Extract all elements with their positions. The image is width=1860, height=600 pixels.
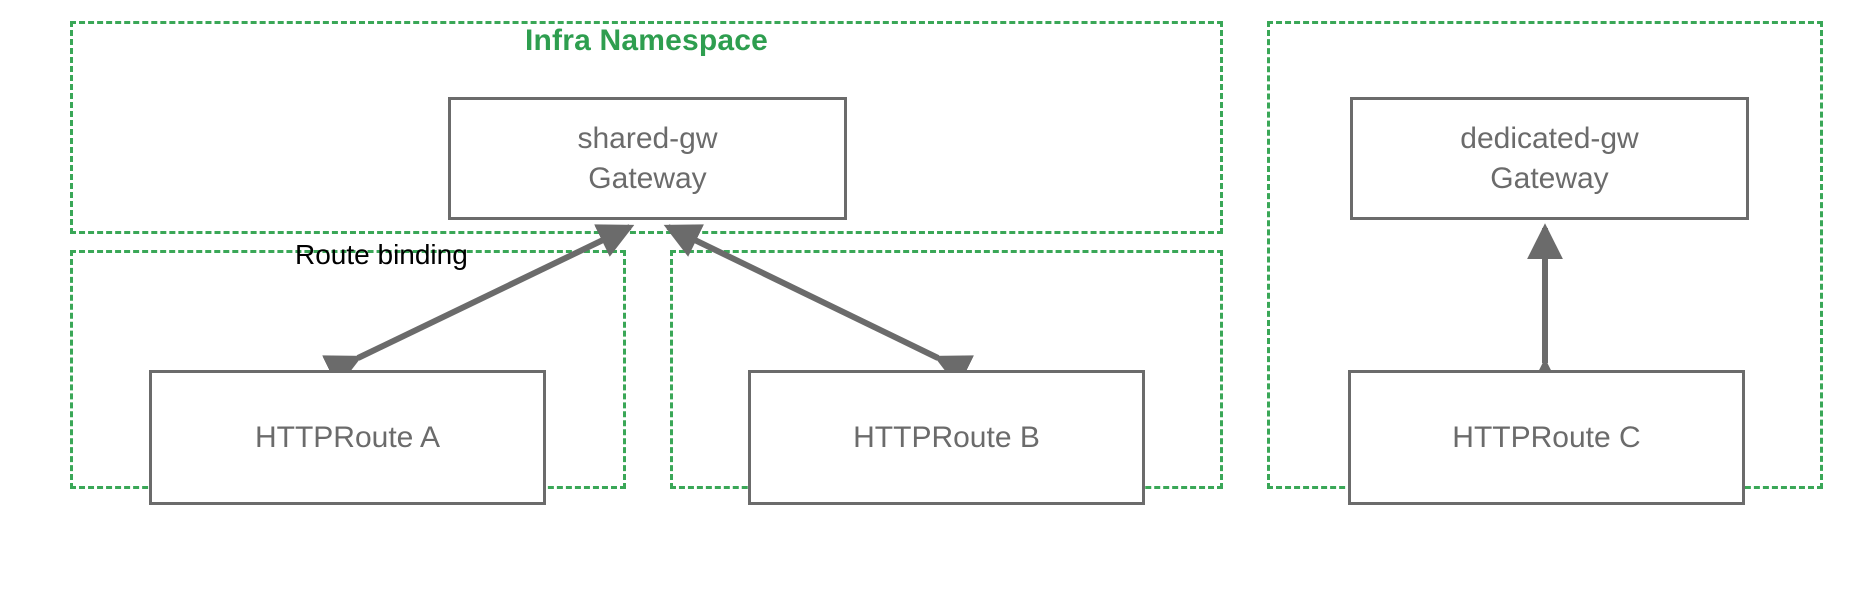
node-shared-gw[interactable]: shared-gw Gateway [448,97,847,220]
node-dedicated-gw-label: dedicated-gw Gateway [1460,121,1639,195]
node-httproute-a[interactable]: HTTPRoute A [149,370,546,505]
node-httproute-b-label: HTTPRoute B [853,420,1040,454]
node-httproute-c-label: HTTPRoute C [1452,420,1641,454]
node-dedicated-gw[interactable]: dedicated-gw Gateway [1350,97,1749,220]
namespace-label-infra: Infra Namespace [524,24,769,57]
node-httproute-b[interactable]: HTTPRoute B [748,370,1145,505]
node-shared-gw-label: shared-gw Gateway [577,121,718,195]
node-httproute-a-label: HTTPRoute A [254,420,441,454]
edge-label-route-binding: Route binding [295,239,468,270]
node-httproute-c[interactable]: HTTPRoute C [1348,370,1745,505]
namespace-box-infra [70,21,1223,234]
